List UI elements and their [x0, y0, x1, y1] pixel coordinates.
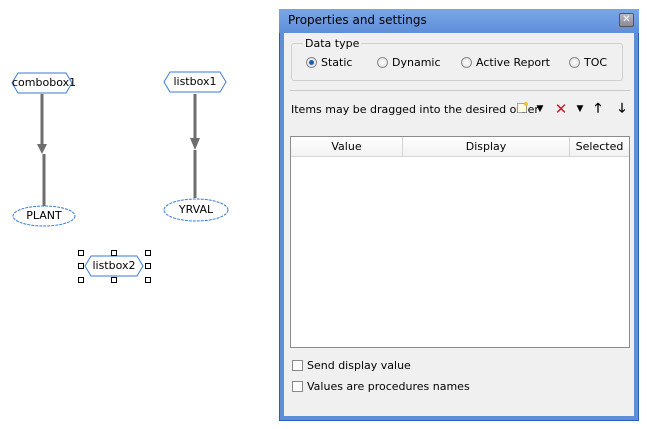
move-up-icon[interactable]: 🡑	[594, 101, 602, 116]
dialog-titlebar[interactable]	[279, 9, 639, 33]
delete-icon[interactable]: ✕	[554, 100, 568, 118]
dropdown-arrow-icon[interactable]: ▼	[536, 104, 544, 114]
drag-hint: Items may be dragged into the desired or…	[291, 103, 539, 116]
data-type-legend: Data type	[303, 37, 362, 50]
dialog-title: Properties and settings	[288, 13, 427, 27]
radio-toc-label: TOC	[584, 56, 608, 69]
radio-static[interactable]: Static	[306, 56, 352, 69]
yrval-node[interactable]	[163, 198, 229, 222]
column-header-selected[interactable]: Selected	[575, 140, 624, 153]
list-header: Value Display Selected	[291, 137, 629, 157]
move-down-icon[interactable]: 🡓	[618, 101, 626, 116]
radio-toc[interactable]: TOC	[569, 56, 607, 69]
listbox1-label: listbox1	[173, 75, 217, 88]
separator	[290, 90, 630, 91]
listbox2-label: listbox2	[92, 259, 136, 272]
data-type-group	[291, 43, 623, 81]
radio-icon	[377, 57, 388, 68]
items-list[interactable]	[290, 136, 630, 348]
listbox2-node[interactable]	[84, 255, 144, 277]
column-header-value[interactable]: Value	[291, 137, 403, 156]
column-header-display[interactable]: Display	[403, 137, 570, 156]
dropdown-arrow-icon[interactable]: ▼	[576, 104, 584, 114]
radio-active-report[interactable]: Active Report	[461, 56, 550, 69]
selection-handles[interactable]	[78, 250, 151, 283]
radio-dynamic[interactable]: Dynamic	[377, 56, 441, 69]
diagram-svg	[11, 71, 229, 283]
new-item-icon[interactable]	[514, 101, 530, 117]
radio-static-label: Static	[321, 56, 353, 69]
combobox1-node[interactable]	[11, 72, 73, 94]
procedures-names-checkbox[interactable]: Values are procedures names	[292, 379, 470, 393]
procedures-names-label: Values are procedures names	[307, 379, 470, 393]
plant-label: PLANT	[26, 209, 62, 222]
close-icon[interactable]: ✕	[619, 13, 634, 27]
radio-active-report-label: Active Report	[476, 56, 550, 69]
radio-icon	[569, 57, 580, 68]
radio-icon	[461, 57, 472, 68]
radio-selected-icon	[306, 57, 317, 68]
listbox1-node[interactable]	[163, 71, 227, 93]
diagram-canvas[interactable]: combobox1 listbox1 PLANT YRVAL listbox2	[0, 0, 280, 429]
send-display-value-label: Send display value	[307, 358, 411, 372]
checkbox-icon	[292, 380, 303, 392]
arrowhead-icon	[37, 144, 47, 154]
combobox1-label: combobox1	[12, 76, 77, 89]
radio-dynamic-label: Dynamic	[392, 56, 441, 69]
send-display-value-checkbox[interactable]: Send display value	[292, 358, 411, 372]
plant-node[interactable]	[12, 205, 76, 227]
arrowhead-icon	[190, 138, 200, 150]
checkbox-icon	[292, 359, 303, 371]
yrval-label: YRVAL	[178, 203, 214, 216]
